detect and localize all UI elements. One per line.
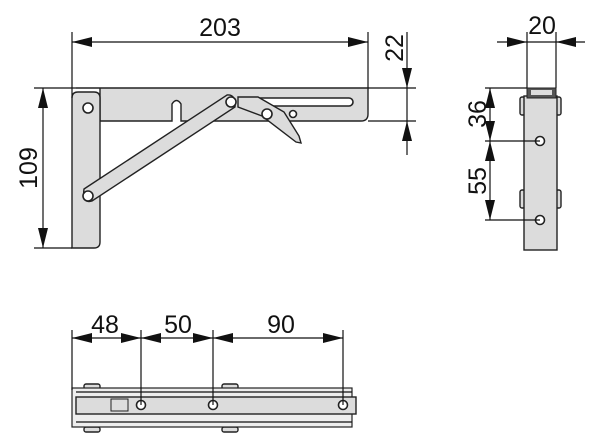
dim-label: 22	[381, 34, 409, 62]
dim-label: 109	[15, 147, 43, 189]
dim-label: 50	[164, 311, 192, 339]
pivot-icon	[261, 108, 273, 120]
dim-109: 109	[15, 87, 76, 249]
dim-36-55: 36 55	[464, 87, 540, 221]
release-latch	[237, 96, 302, 144]
dim-label: 20	[528, 12, 556, 40]
bracket-vertical-leg	[71, 91, 101, 249]
pivot-icon	[82, 102, 94, 114]
dim-label: 55	[464, 167, 492, 195]
dim-label: 48	[91, 311, 119, 339]
dim-label: 203	[199, 14, 241, 42]
side-view	[71, 87, 369, 249]
dim-20: 20	[497, 12, 585, 88]
dim-label: 90	[267, 311, 295, 339]
pivot-icon	[82, 190, 94, 202]
front-plate	[523, 95, 558, 251]
pivot-icon	[225, 96, 237, 108]
dim-label: 36	[464, 100, 492, 128]
bottom-view	[71, 383, 357, 433]
dim-22: 22	[368, 32, 416, 155]
front-view	[519, 87, 562, 251]
dim-203: 203	[71, 14, 369, 98]
pivot-icon	[288, 109, 298, 119]
dim-48-50-90: 48 50 90	[71, 311, 344, 405]
